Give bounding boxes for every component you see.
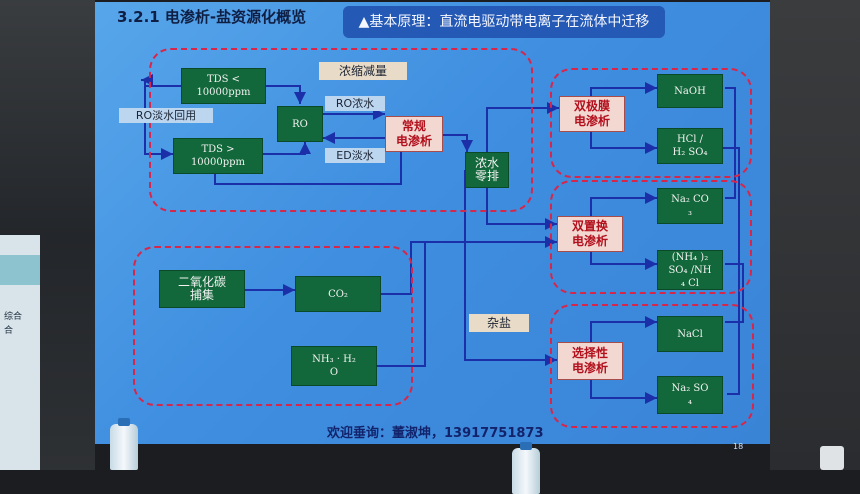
- na2so4-box: Na₂ SO ₄: [657, 376, 723, 414]
- nh3-h2o-box: NH₃ · H₂ O: [291, 346, 377, 386]
- slide-title: 3.2.1 电渗析-盐资源化概览: [117, 8, 307, 26]
- ro-concentrate-label: RO浓水: [325, 96, 385, 111]
- room-background-right: [770, 0, 860, 470]
- bipolar-zone: [550, 68, 752, 178]
- page-number: 18: [733, 442, 744, 451]
- concentration-zone-label: 浓缩减量: [319, 62, 407, 80]
- poster-text-1: 综合: [4, 312, 23, 322]
- nacl-box: NaCl: [657, 316, 723, 352]
- water-bottle-right: [512, 442, 540, 494]
- co2-capture-box: 二氧化碳 捕集: [159, 270, 245, 308]
- principle-banner: ▲基本原理：直流电驱动带电离子在流体中迁移: [343, 6, 665, 38]
- bottle-cap: [520, 442, 532, 450]
- ed-fresh-label: ED淡水: [325, 148, 385, 163]
- conventional-ed-box: 常规 电渗析: [385, 116, 443, 152]
- double-replacement-ed-box: 双置换 电渗析: [557, 216, 623, 252]
- ro-box: RO: [277, 106, 323, 142]
- mixed-salt-label: 杂盐: [469, 314, 529, 332]
- carbon-capture-zone: [133, 246, 413, 406]
- bottle-cap: [118, 418, 130, 426]
- cup: [820, 446, 844, 470]
- ro-fresh-reuse-label: RO淡水回用: [119, 108, 213, 123]
- contact-info: 欢迎垂询：董淑坤，13917751873: [327, 426, 544, 441]
- naoh-box: NaOH: [657, 74, 723, 108]
- bipolar-ed-box: 双极膜 电渗析: [559, 96, 625, 132]
- tds-high-box: TDS > 10000ppm: [173, 138, 263, 174]
- hcl-h2so4-box: HCl / H₂ SO₄: [657, 128, 723, 164]
- presentation-slide: 3.2.1 电渗析-盐资源化概览 ▲基本原理：直流电驱动带电离子在流体中迁移 浓…: [95, 2, 770, 451]
- poster-stripe: [0, 255, 40, 285]
- tds-low-box: TDS < 10000ppm: [181, 68, 266, 104]
- co2-box: CO₂: [295, 276, 381, 312]
- selective-zone: [550, 304, 754, 428]
- side-poster: 综合 合: [0, 235, 40, 470]
- na2co3-box: Na₂ CO ₃: [657, 188, 723, 224]
- ammonium-salt-box: (NH₄ )₂ SO₄ /NH ₄ Cl: [657, 250, 723, 290]
- water-bottle-left: [110, 418, 138, 470]
- zero-discharge-box: 浓水 零排: [465, 152, 509, 188]
- selective-ed-box: 选择性 电渗析: [557, 342, 623, 380]
- concentration-zone: [149, 48, 533, 212]
- double-replacement-zone: [550, 180, 752, 294]
- poster-text-2: 合: [4, 326, 14, 336]
